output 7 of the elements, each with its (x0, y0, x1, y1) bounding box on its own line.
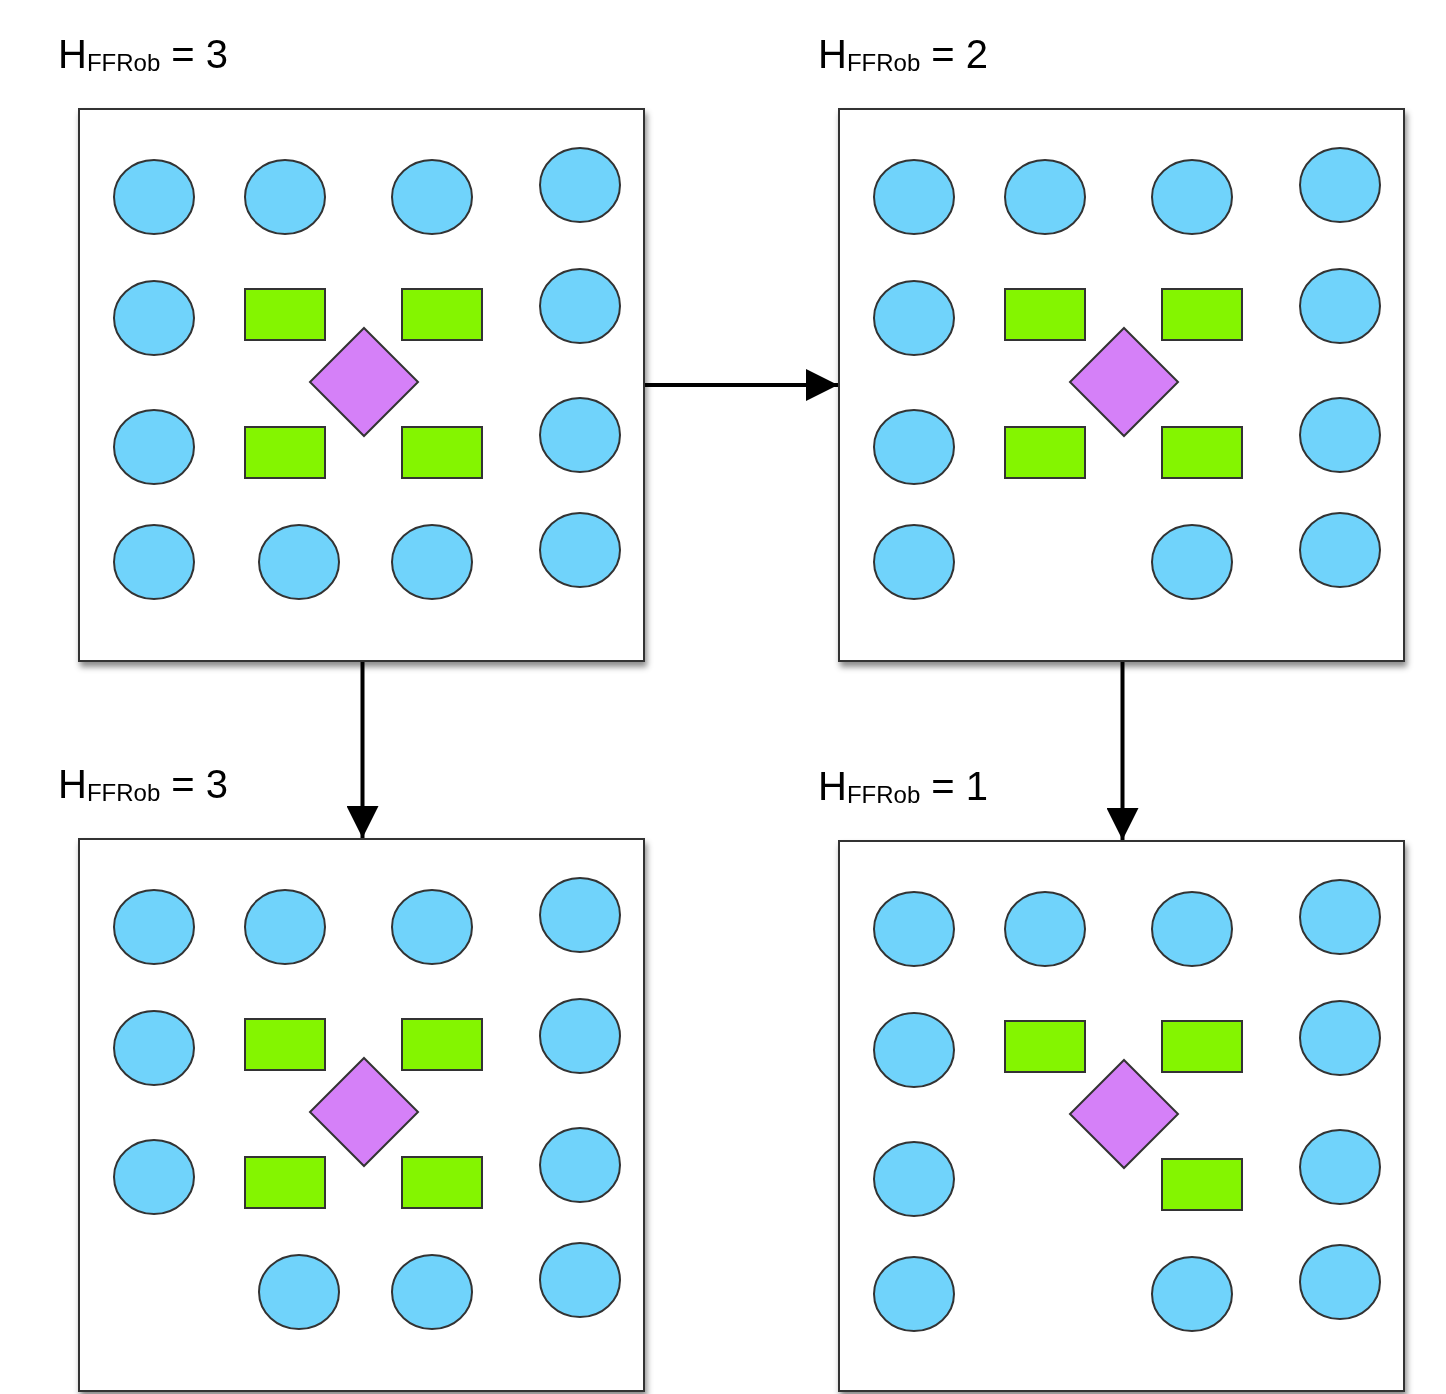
arrow (346, 662, 379, 838)
panel-heading: H$_{FFRob}$ = 3 (58, 32, 229, 77)
panel-heading: H$_{FFRob}$ = 2 (818, 32, 989, 77)
panel-heading: H$_{FFRob}$ = 3 (58, 762, 229, 807)
arrow (645, 369, 838, 401)
arrow (1106, 662, 1139, 840)
panel-heading: H$_{FFRob}$ = 1 (818, 764, 989, 809)
